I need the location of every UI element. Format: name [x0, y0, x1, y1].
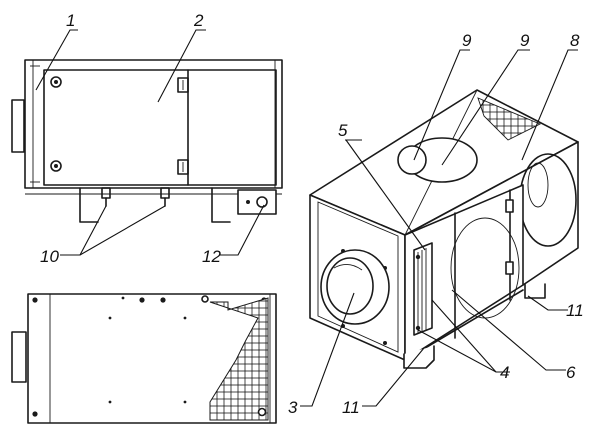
front-view-housing — [24, 59, 283, 189]
isometric-view — [309, 89, 579, 369]
latch-icon — [505, 261, 514, 275]
hinge-icon — [177, 77, 189, 93]
drain-nozzle — [160, 187, 170, 199]
callout-10: 10 — [40, 247, 59, 266]
callout-11-front: 11 — [342, 398, 360, 417]
mounting-foot — [524, 283, 546, 299]
bottom-view-duct-stub — [11, 331, 27, 383]
callout-3: 3 — [288, 398, 298, 417]
front-view — [11, 59, 283, 223]
callout-9-right: 9 — [520, 31, 530, 50]
hinge-icon — [177, 159, 189, 175]
callout-labels: 1 2 10 12 3 11 4 6 11 5 9 9 8 — [40, 11, 584, 417]
latch-icon — [505, 199, 514, 213]
callout-8: 8 — [570, 31, 580, 50]
callout-12: 12 — [202, 247, 221, 266]
front-view-screw-top — [50, 76, 62, 88]
callout-4: 4 — [500, 363, 509, 382]
callout-11-rear: 11 — [566, 301, 584, 320]
front-view-screw-bottom — [50, 160, 62, 172]
callout-9-left: 9 — [462, 31, 472, 50]
callout-6: 6 — [566, 363, 576, 382]
top-perforation — [477, 97, 542, 141]
callout-1: 1 — [66, 11, 75, 30]
callout-5: 5 — [338, 121, 348, 140]
drain-nozzle — [101, 187, 111, 199]
leader-lines — [35, 29, 578, 407]
front-view-service-panel — [43, 69, 277, 186]
mounting-bracket — [211, 187, 231, 223]
mounting-bracket — [79, 187, 99, 223]
middle-section — [404, 184, 524, 361]
bottom-view — [11, 293, 277, 424]
perforated-grille — [209, 297, 269, 421]
front-view-duct-stub — [11, 99, 25, 153]
callout-2: 2 — [193, 11, 204, 30]
filter-cassette — [413, 242, 433, 336]
